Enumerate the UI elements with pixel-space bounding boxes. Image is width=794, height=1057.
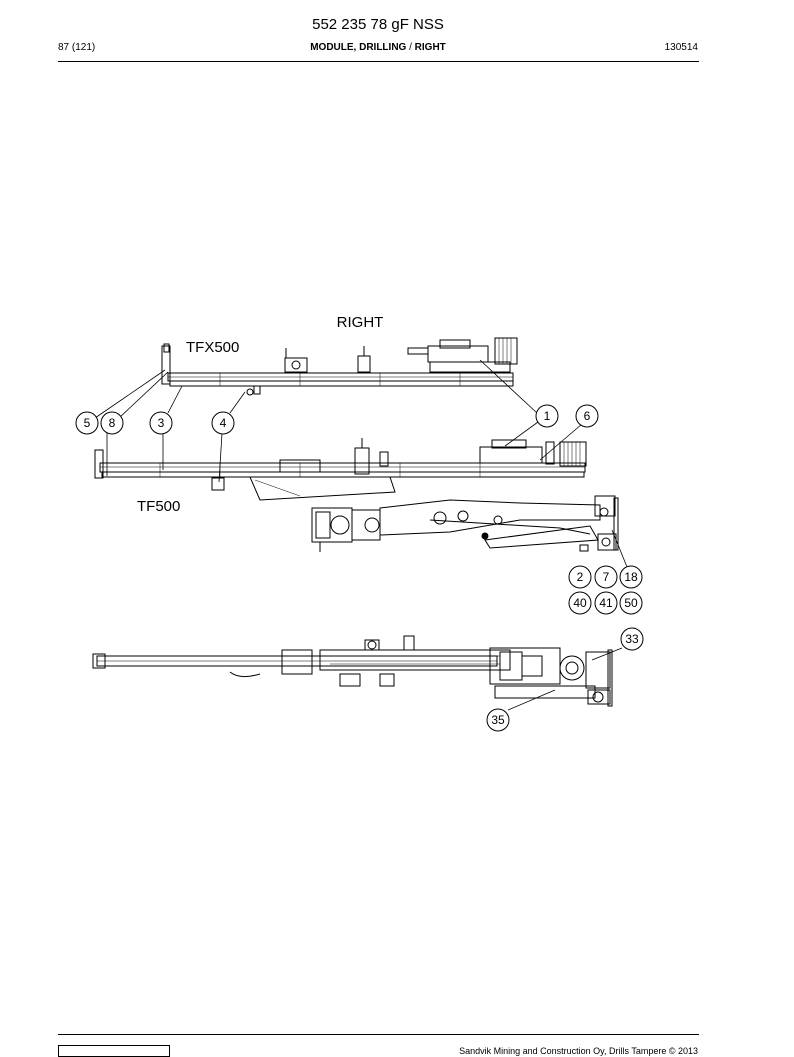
callout-5: 5	[84, 416, 91, 430]
lower-feed-label: TF500	[137, 498, 180, 515]
callout-circle-2	[568, 565, 592, 589]
upper-feed-drawing	[161, 337, 518, 396]
callout-circle-40	[568, 591, 592, 615]
callout-circle-3	[149, 411, 173, 435]
leader-lines	[94, 359, 628, 711]
callout-4: 4	[220, 416, 227, 430]
doc-title: 552 235 78 gF NSS	[312, 16, 444, 33]
page-number: 87 (121)	[58, 42, 96, 53]
callout-1: 1	[544, 409, 551, 423]
brand-logo	[58, 1045, 170, 1057]
upper-feed-label: TFX500	[186, 339, 239, 356]
callout-18: 18	[624, 570, 638, 584]
section-side: RIGHT	[414, 42, 446, 53]
callout-circle-50	[619, 591, 643, 615]
callout-3: 3	[158, 416, 165, 430]
section-separator: /	[409, 42, 412, 53]
view-title: RIGHT	[337, 314, 384, 331]
callout-40: 40	[573, 596, 587, 610]
callout-50: 50	[624, 596, 638, 610]
callout-circle-18	[619, 565, 643, 589]
callout-circle-6	[575, 404, 599, 428]
callout-circle-35	[486, 708, 510, 732]
header-rule	[58, 61, 699, 62]
callout-circle-5	[75, 411, 99, 435]
top-view-drawing	[92, 635, 613, 707]
callout-8: 8	[109, 416, 116, 430]
section-title: MODULE, DRILLING / RIGHT	[0, 42, 756, 53]
callout-7: 7	[603, 570, 610, 584]
callout-circles	[75, 404, 644, 732]
section-name: MODULE, DRILLING	[310, 42, 407, 53]
callout-6: 6	[584, 409, 591, 423]
lower-feed-drawing	[94, 438, 619, 552]
callout-33: 33	[625, 632, 639, 646]
callout-circle-1	[535, 404, 559, 428]
callout-35: 35	[491, 713, 505, 727]
callout-circle-7	[594, 565, 618, 589]
callout-circle-4	[211, 411, 235, 435]
callout-41: 41	[599, 596, 613, 610]
date-code: 130514	[664, 42, 698, 53]
footer-rule	[58, 1034, 699, 1035]
callout-2: 2	[577, 570, 584, 584]
callout-circle-33	[620, 627, 644, 651]
footer-copyright: Sandvik Mining and Construction Oy, Dril…	[459, 1046, 698, 1056]
callout-circle-8	[100, 411, 124, 435]
callout-circle-41	[594, 591, 618, 615]
